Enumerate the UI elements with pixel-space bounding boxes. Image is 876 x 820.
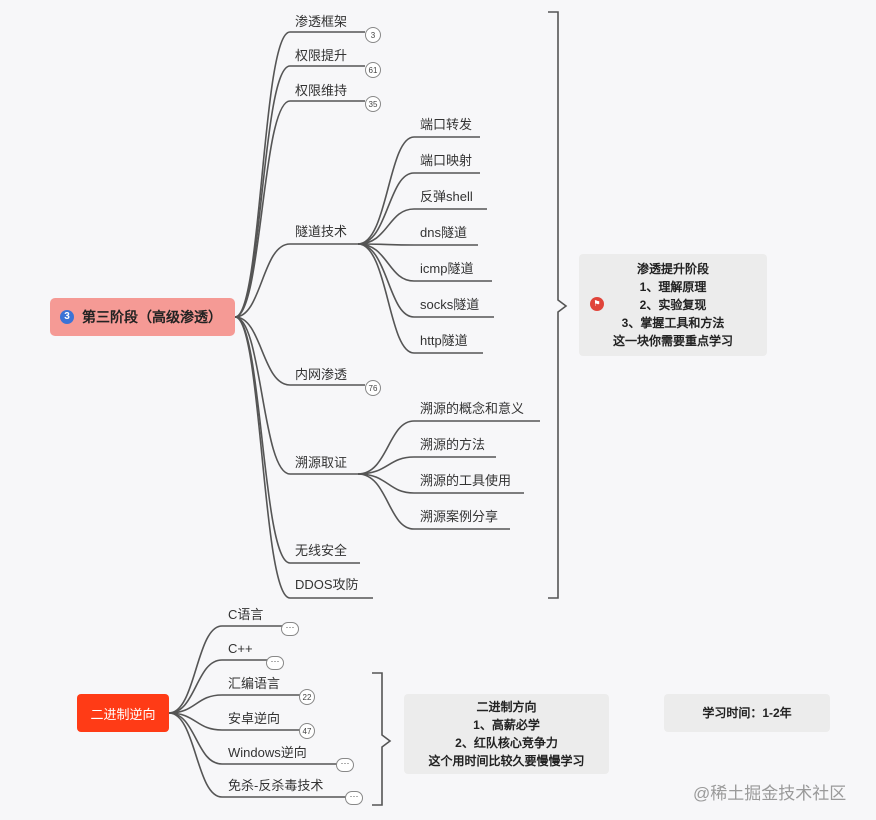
note-line: 渗透提升阶段 bbox=[636, 262, 709, 276]
node-c-language[interactable]: C语言 bbox=[228, 607, 264, 622]
edge bbox=[168, 659, 277, 714]
note-line: 1、高薪必学 bbox=[473, 718, 540, 732]
note-line: 二进制方向 bbox=[476, 700, 537, 714]
node-tracing-tools[interactable]: 溯源的工具使用 bbox=[420, 473, 512, 488]
more-icon[interactable]: ··· bbox=[345, 791, 363, 805]
edge bbox=[234, 316, 365, 386]
edge bbox=[168, 712, 345, 765]
edge bbox=[234, 100, 365, 318]
more-icon[interactable]: ··· bbox=[336, 758, 354, 772]
edge bbox=[234, 316, 358, 475]
flag-icon: ⚑ bbox=[590, 297, 604, 311]
note-line: 这一块你需要重点学习 bbox=[612, 334, 733, 348]
node-tracing-concept[interactable]: 溯源的概念和意义 bbox=[420, 401, 525, 416]
node-privilege-persistence[interactable]: 权限维持 bbox=[295, 83, 348, 98]
count-badge[interactable]: 35 bbox=[365, 96, 381, 112]
node-tunneling[interactable]: 隧道技术 bbox=[295, 224, 348, 239]
node-wireless-security[interactable]: 无线安全 bbox=[295, 543, 348, 558]
node-cpp[interactable]: C++ bbox=[228, 641, 253, 656]
edge bbox=[234, 65, 365, 318]
node-privilege-escalation[interactable]: 权限提升 bbox=[295, 48, 348, 63]
node-socks-tunnel[interactable]: socks隧道 bbox=[420, 297, 480, 312]
node-port-mapping[interactable]: 端口映射 bbox=[420, 153, 473, 168]
number-badge: 3 bbox=[60, 310, 74, 324]
edge bbox=[357, 420, 540, 475]
node-port-forwarding[interactable]: 端口转发 bbox=[420, 117, 473, 132]
edge bbox=[357, 208, 487, 245]
edge bbox=[168, 694, 307, 714]
edge bbox=[234, 31, 365, 318]
more-icon[interactable]: ··· bbox=[281, 622, 299, 636]
node-dns-tunnel[interactable]: dns隧道 bbox=[420, 225, 467, 240]
edge bbox=[357, 243, 478, 246]
edge bbox=[357, 473, 524, 494]
edge bbox=[234, 316, 373, 599]
edge bbox=[234, 243, 358, 318]
node-http-tunnel[interactable]: http隧道 bbox=[420, 333, 468, 348]
node-forensics[interactable]: 溯源取证 bbox=[295, 455, 348, 470]
node-android-reverse[interactable]: 安卓逆向 bbox=[228, 711, 281, 726]
edge bbox=[357, 243, 494, 318]
edge bbox=[357, 136, 480, 245]
node-reverse-shell[interactable]: 反弹shell bbox=[420, 189, 473, 204]
note-line: 2、红队核心竞争力 bbox=[455, 736, 558, 750]
study-time-note[interactable]: 学习时间：1-2年 bbox=[664, 694, 830, 732]
edge bbox=[168, 625, 290, 714]
note-line: 1、理解原理 bbox=[639, 280, 707, 294]
count-badge[interactable]: 47 bbox=[299, 723, 315, 739]
summary-bracket bbox=[372, 672, 392, 806]
count-badge[interactable]: 22 bbox=[299, 689, 315, 705]
edge bbox=[357, 243, 483, 354]
edge bbox=[357, 243, 492, 282]
summary-note-binary[interactable]: 二进制方向 1、高薪必学 2、红队核心竞争力 这个用时间比较久要慢慢学习 bbox=[404, 694, 609, 774]
note-line: 3、掌握工具和方法 bbox=[621, 316, 725, 330]
node-penetration-framework[interactable]: 渗透框架 bbox=[295, 14, 348, 29]
node-assembly[interactable]: 汇编语言 bbox=[228, 676, 281, 691]
count-badge[interactable]: 61 bbox=[365, 62, 381, 78]
edge bbox=[357, 172, 480, 245]
node-antivirus-evasion[interactable]: 免杀-反杀毒技术 bbox=[228, 778, 324, 793]
more-icon[interactable]: ··· bbox=[266, 656, 284, 670]
node-ddos[interactable]: DDOS攻防 bbox=[295, 577, 359, 592]
count-badge[interactable]: 76 bbox=[365, 380, 381, 396]
count-badge[interactable]: 3 bbox=[365, 27, 381, 43]
summary-bracket bbox=[548, 11, 568, 599]
node-intranet-penetration[interactable]: 内网渗透 bbox=[295, 367, 348, 382]
node-tracing-methods[interactable]: 溯源的方法 bbox=[420, 437, 486, 452]
node-icmp-tunnel[interactable]: icmp隧道 bbox=[420, 261, 474, 276]
summary-note-stage3[interactable]: 渗透提升阶段 1、理解原理 2、实验复现 3、掌握工具和方法 这一块你需要重点学… bbox=[579, 254, 767, 356]
watermark: @稀土掘金技术社区 bbox=[693, 784, 847, 803]
note-line: 2、实验复现 bbox=[639, 298, 707, 312]
node-tracing-cases[interactable]: 溯源案例分享 bbox=[420, 509, 499, 524]
note-line: 这个用时间比较久要慢慢学习 bbox=[428, 754, 585, 768]
node-windows-reverse[interactable]: Windows逆向 bbox=[228, 745, 307, 760]
root-node-label: 第三阶段（高级渗透） bbox=[82, 309, 222, 325]
edge bbox=[168, 712, 307, 731]
edge bbox=[168, 712, 354, 798]
edge bbox=[357, 473, 510, 530]
root-node-stage3[interactable]: 3 第三阶段（高级渗透） bbox=[50, 298, 235, 336]
edge bbox=[357, 456, 496, 475]
root-node-binary[interactable]: 二进制逆向 bbox=[77, 694, 169, 732]
